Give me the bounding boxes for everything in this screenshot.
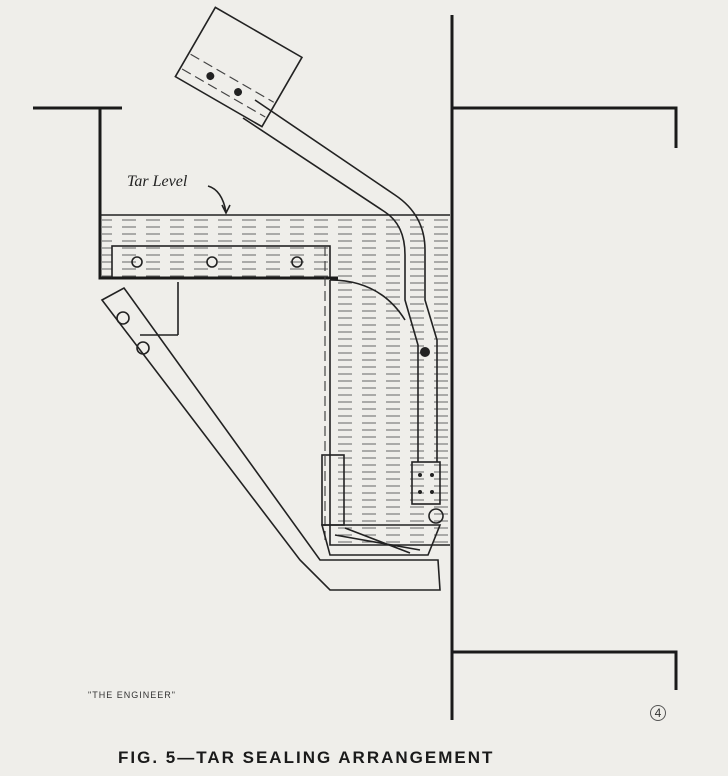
trough-seal bbox=[320, 524, 442, 556]
lower-right-flange bbox=[452, 650, 678, 690]
hinge-plate bbox=[411, 461, 441, 505]
trough-hatch bbox=[334, 527, 421, 554]
figure-caption: FIG. 5—TAR SEALING ARRANGEMENT bbox=[118, 748, 495, 767]
tar-level-arrow bbox=[207, 185, 231, 215]
guide-block bbox=[321, 454, 345, 526]
bend-line bbox=[329, 279, 406, 321]
figure-mark: 4 bbox=[650, 705, 666, 721]
sloping-frame bbox=[100, 286, 441, 591]
tar-fill bbox=[102, 215, 450, 545]
bolt-icon bbox=[131, 256, 303, 268]
bolt-icon bbox=[116, 311, 150, 355]
upper-right-flange bbox=[452, 106, 678, 148]
pivot bbox=[420, 347, 430, 357]
sloping-frame-inner bbox=[140, 282, 179, 336]
counterweight-box bbox=[174, 6, 304, 128]
roller bbox=[428, 508, 444, 524]
left-wall bbox=[33, 106, 122, 280]
tar-level-label: Tar Level bbox=[127, 173, 188, 190]
credit-text: "THE ENGINEER" bbox=[88, 690, 176, 700]
inner-tank bbox=[329, 280, 450, 546]
pipe-arm bbox=[242, 99, 438, 462]
